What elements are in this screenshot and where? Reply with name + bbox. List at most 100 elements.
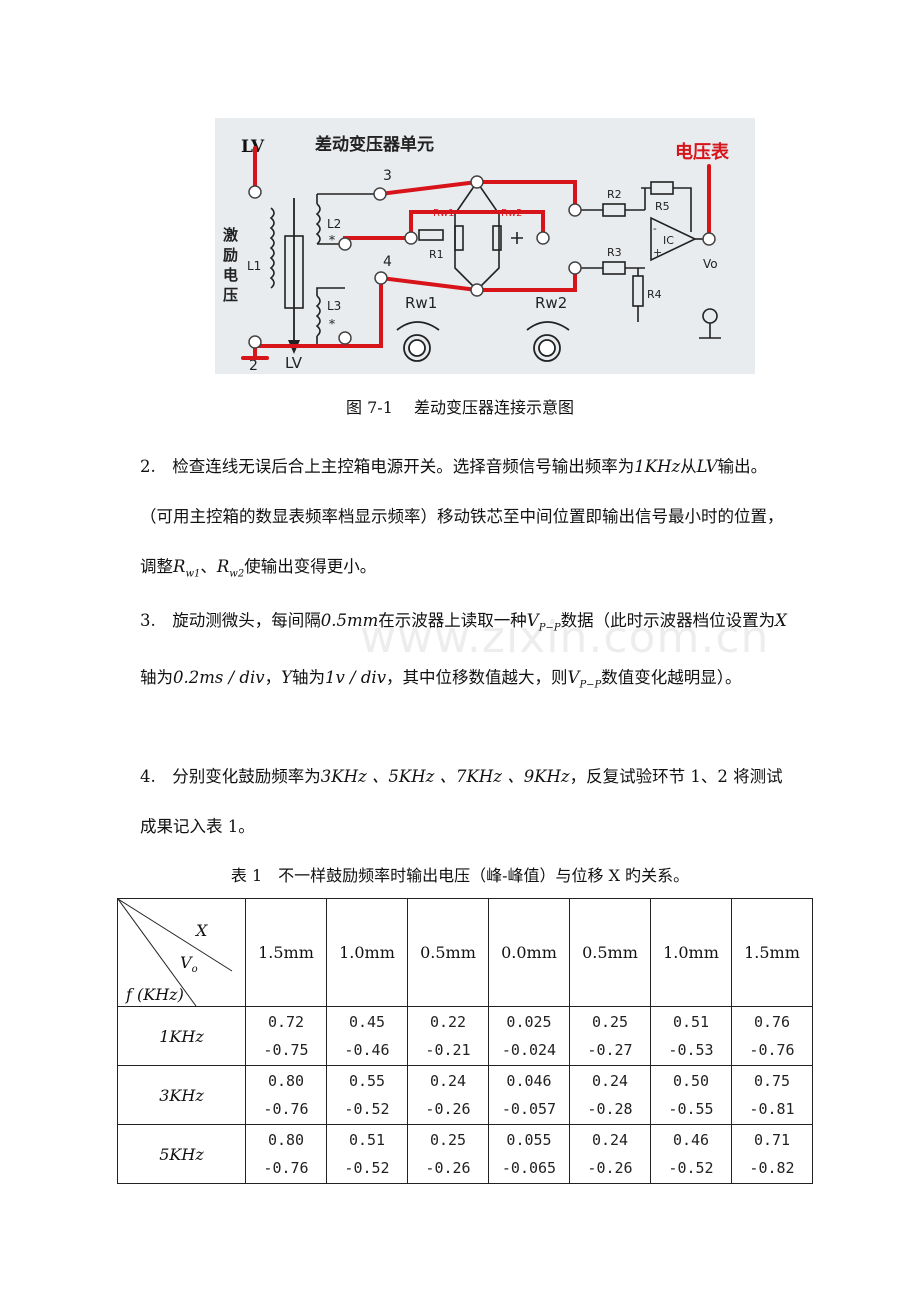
- p3-v: V: [526, 611, 539, 630]
- table-cell: 0.24-0.26: [569, 1124, 651, 1184]
- cell-positive-value: 0.046: [506, 1072, 552, 1090]
- label-excite-3: 电: [223, 266, 238, 284]
- table-cell: 0.72-0.75: [245, 1006, 327, 1066]
- cell-negative-value: -0.46: [344, 1041, 390, 1059]
- corner-x: X: [196, 921, 208, 940]
- label-plus: +: [653, 246, 662, 259]
- label-l2: L2: [327, 217, 341, 231]
- label-node-2: 2: [249, 358, 258, 374]
- p3-text-a: 3. 旋动测微头，每间隔: [140, 611, 321, 630]
- diagram-background: [215, 118, 755, 374]
- p3-v2sub: P−P: [579, 679, 602, 691]
- table-cell: 0.46-0.52: [650, 1124, 732, 1184]
- label-lv-top: LV: [241, 137, 265, 157]
- p4-freqs: 3KHz 、5KHz 、7KHz 、9KHz: [320, 767, 570, 786]
- p3-text-g: ，其中位移数值越大，则: [386, 668, 568, 688]
- coil-l1: [269, 207, 275, 289]
- label-l1: L1: [247, 259, 261, 273]
- table-cell: 0.25-0.27: [569, 1006, 651, 1066]
- cell-positive-value: 0.46: [672, 1131, 710, 1149]
- cell-negative-value: -0.26: [425, 1159, 471, 1177]
- p2-text-b: 从: [680, 457, 697, 476]
- cell-positive-value: 0.75: [753, 1072, 791, 1090]
- col-header: 0.0mm: [488, 898, 570, 1007]
- cell-negative-value: -0.26: [587, 1159, 633, 1177]
- paragraph-step-4: 4. 分别变化鼓励频率为3KHz 、5KHz 、7KHz 、9KHz，反复试验环…: [140, 752, 790, 852]
- results-table: X Vo f (KHz) 1.5mm 1.0mm 0.5mm 0.0mm 0.5…: [117, 898, 813, 1184]
- table-cell: 0.80-0.76: [245, 1065, 327, 1125]
- label-l2-star: *: [329, 233, 335, 247]
- corner-vo: Vo: [180, 953, 198, 976]
- table-header-row: X Vo f (KHz) 1.5mm 1.0mm 0.5mm 0.0mm 0.5…: [117, 898, 813, 1007]
- cell-negative-value: -0.21: [425, 1041, 471, 1059]
- col-header: 1.0mm: [650, 898, 732, 1007]
- table-cell: 0.51-0.52: [326, 1124, 408, 1184]
- watermark: www.zixin.com.cn: [360, 612, 770, 663]
- diagonal-lines: [118, 899, 233, 1006]
- cell-negative-value: -0.024: [501, 1041, 557, 1059]
- table-cell: 0.055-0.065: [488, 1124, 570, 1184]
- p3-vsub: P−P: [538, 622, 561, 634]
- col-header: 1.5mm: [731, 898, 813, 1007]
- p2-text-c: 输出。（可用主控箱的数显表频率档显示频率）移动铁芯至中间位置即输出信号最小时的位…: [140, 457, 784, 576]
- table-cell: 0.25-0.26: [407, 1124, 489, 1184]
- table-cell: 0.71-0.82: [731, 1124, 813, 1184]
- cell-positive-value: 0.025: [506, 1013, 552, 1031]
- circuit-diagram: 差动变压器单元 LV 电压表 激 励 电 压 L1 LV L2 * L3 * 3…: [215, 118, 755, 374]
- table-cell: 0.45 -0.46: [326, 1006, 408, 1066]
- bridge: [418, 180, 709, 322]
- cell-negative-value: -0.55: [668, 1100, 714, 1118]
- cell-positive-value: 0.24: [591, 1072, 629, 1090]
- table-cell: 0.51-0.53: [650, 1006, 732, 1066]
- p2-rw1-sub: w1: [185, 568, 201, 580]
- label-minus: -: [653, 222, 657, 235]
- table-cell: 0.75-0.81: [731, 1065, 813, 1125]
- corner-f: f (KHz): [126, 985, 184, 1004]
- p3-text-d: 轴为: [140, 668, 173, 688]
- col-header: 1.5mm: [245, 898, 327, 1007]
- cell-negative-value: -0.065: [501, 1159, 557, 1177]
- knob-rw2-icon: [526, 321, 570, 362]
- p3-text-f: 轴为: [291, 668, 325, 688]
- p3-x: X: [775, 611, 787, 630]
- table-caption: 表 1 不一样鼓励频率时输出电压（峰-峰值）与位移 X 旳关系。: [230, 866, 690, 885]
- p3-text-c: 数据（此时示波器档位设置为: [560, 611, 776, 630]
- cell-negative-value: -0.76: [263, 1159, 309, 1177]
- cell-positive-value: 0.80: [267, 1131, 305, 1149]
- cell-positive-value: 0.22: [429, 1013, 467, 1031]
- label-ic: IC: [663, 234, 674, 247]
- p2-rw2: R: [216, 557, 230, 576]
- p4-text-b: ，反复试验环节 1、2 将测试成果记入表 1。: [140, 767, 783, 836]
- label-excite-1: 激: [223, 226, 239, 244]
- p2-text-a: 2. 检查连线无误后合上主控箱电源开关。选择音频信号输出频率为: [140, 457, 635, 476]
- cell-negative-value: -0.76: [263, 1100, 309, 1118]
- coil-l2: [315, 193, 380, 346]
- label-voltmeter: 电压表: [675, 141, 730, 163]
- label-rw1: Rw1: [405, 294, 437, 312]
- figure-caption: 图 7-1 差动变压器连接示意图: [346, 398, 574, 417]
- cell-negative-value: -0.26: [425, 1100, 471, 1118]
- label-r2: R2: [607, 188, 622, 201]
- label-lv-bottom: LV: [285, 354, 303, 372]
- cell-positive-value: 0.45: [348, 1013, 386, 1031]
- cell-positive-value: 0.51: [672, 1013, 710, 1031]
- cell-negative-value: -0.52: [344, 1100, 390, 1118]
- terminals: [248, 175, 716, 349]
- col-header: 0.5mm: [569, 898, 651, 1007]
- p3-text-b: 在示波器上读取一种: [378, 611, 527, 630]
- cell-positive-value: 0.25: [591, 1013, 629, 1031]
- cell-positive-value: 0.50: [672, 1072, 710, 1090]
- col-header: 1.0mm: [326, 898, 408, 1007]
- p2-sep: 、: [200, 557, 217, 576]
- label-l3-star: *: [329, 317, 335, 331]
- table-cell: 0.80 -0.76: [245, 1124, 327, 1184]
- corner-cell: X Vo f (KHz): [117, 898, 246, 1007]
- row-frequency: 5KHz: [117, 1124, 246, 1184]
- col-header: 0.5mm: [407, 898, 489, 1007]
- p3-y: Y: [281, 668, 292, 688]
- paragraph-step-3: 3. 旋动测微头，每间隔0.5mm在示波器上读取一种VP−P数据（此时示波器档位…: [140, 596, 790, 711]
